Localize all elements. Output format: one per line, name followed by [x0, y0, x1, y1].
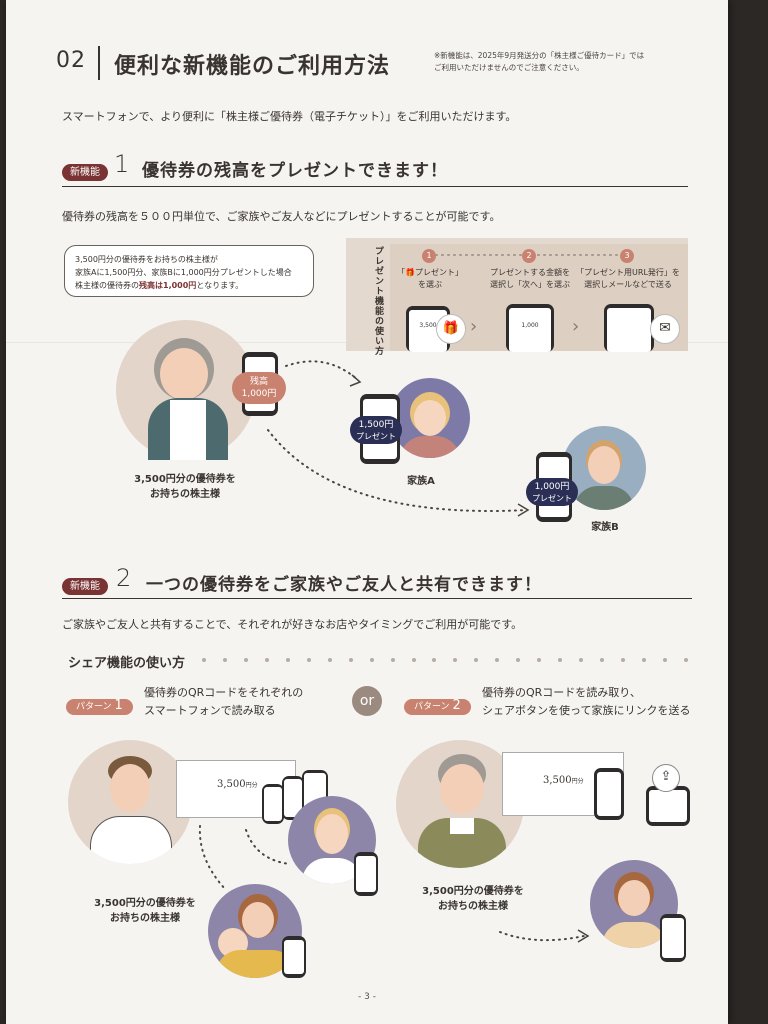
friend-avatar — [288, 796, 376, 884]
family-member-phone — [660, 914, 686, 962]
family-b-pill: 1,000円プレゼント — [526, 478, 578, 506]
mail-icon: ✉ — [650, 314, 680, 344]
document-page: 02 便利な新機能のご利用方法 ※新機能は、2025年9月発送分の「株主様ご優待… — [6, 0, 728, 1024]
step3-phone — [604, 304, 654, 352]
friend-phone — [354, 852, 378, 896]
pattern1-arrows — [198, 825, 291, 891]
step3-text: 「プレゼント用URL発行」を選択しメールなどで送る — [576, 268, 680, 289]
pattern2-phone — [594, 768, 624, 820]
pattern1-phone — [282, 776, 304, 820]
pattern2-arrow — [499, 929, 590, 943]
step3-number: 3 — [620, 249, 634, 263]
step1-number: 1 — [422, 249, 436, 263]
family-b-avatar — [562, 426, 646, 510]
feature1-rule — [62, 186, 688, 187]
chevron-right-icon: › — [470, 316, 478, 337]
section-number: 02 — [56, 48, 86, 73]
feature2-body: ご家族やご友人と共有することで、それぞれが好きなお店やタイミングでご利用が可能で… — [62, 618, 523, 631]
step2-text: プレゼントする金額を選択し「次へ」を選ぶ — [490, 268, 570, 289]
feature1-badge: 新機能 — [62, 160, 108, 181]
pattern1-badge: パターン 1 — [66, 694, 133, 715]
family-a-caption: 家族A — [407, 476, 435, 487]
pattern2-badge: パターン 2 — [404, 694, 471, 715]
giver-caption: 3,500円分の優待券をお持ちの株主様 — [134, 474, 236, 500]
share-icon: ⇪ — [652, 764, 680, 792]
step2-number: 2 — [522, 249, 536, 263]
feature2-title: 一つの優待券をご家族やご友人と共有できます！ — [146, 575, 542, 595]
page-number: - 3 - — [358, 992, 376, 1002]
family-b-caption: 家族B — [591, 522, 619, 533]
feature2-badge: 新機能 — [62, 574, 108, 595]
or-divider: or — [352, 686, 382, 716]
feature1-title: 優待券の残高をプレゼントできます！ — [142, 161, 448, 181]
section-title: 便利な新機能のご利用方法 — [114, 54, 391, 79]
mother-phone — [282, 936, 306, 978]
feature1-number: 1 — [114, 150, 130, 178]
pattern1-text: 優待券のQRコードをそれぞれのスマートフォンで読み取る — [144, 686, 304, 717]
share-heading-dots — [202, 658, 688, 664]
gift-icon: 🎁 — [436, 314, 466, 344]
example-bubble: 3,500円分の優待券をお持ちの株主様が 家族Aに1,500円分、家族Bに1,0… — [64, 245, 314, 297]
chevron-right-icon: › — [572, 316, 580, 337]
intro-text: スマートフォンで、より便利に「株主様ご優待券（電子チケット）」をご利用いただけま… — [62, 110, 517, 123]
section-note: ※新機能は、2025年9月発送分の「株主様ご優待カード」では ご利用いただけませ… — [434, 51, 645, 72]
step2-phone: 1,000 — [506, 304, 554, 352]
pattern2-share-phone — [646, 786, 690, 826]
feature2-rule — [62, 598, 692, 599]
pattern2-caption: 3,500円分の優待券をお持ちの株主様 — [422, 886, 524, 912]
family-a-avatar — [390, 378, 470, 458]
feature2-number: 2 — [116, 564, 132, 592]
step1-text: 「🎁プレゼント」を選ぶ — [397, 268, 463, 289]
pattern1-shareholder-illustration — [68, 740, 192, 864]
feature1-body: 優待券の残高を５００円単位で、ご家族やご友人などにプレゼントすることが可能です。 — [62, 210, 501, 223]
pattern1-caption: 3,500円分の優待券をお持ちの株主様 — [94, 898, 196, 924]
family-a-pill: 1,500円プレゼント — [350, 416, 402, 444]
present-steps-label: プレゼント機能の使い方 — [373, 246, 383, 356]
section-divider — [98, 46, 100, 80]
present-flow-arrows — [267, 360, 530, 517]
share-heading: シェア機能の使い方 — [68, 656, 186, 671]
pattern2-text: 優待券のQRコードを読み取り、シェアボタンを使って家族にリンクを送る — [482, 686, 691, 717]
pattern1-phone — [262, 784, 284, 824]
